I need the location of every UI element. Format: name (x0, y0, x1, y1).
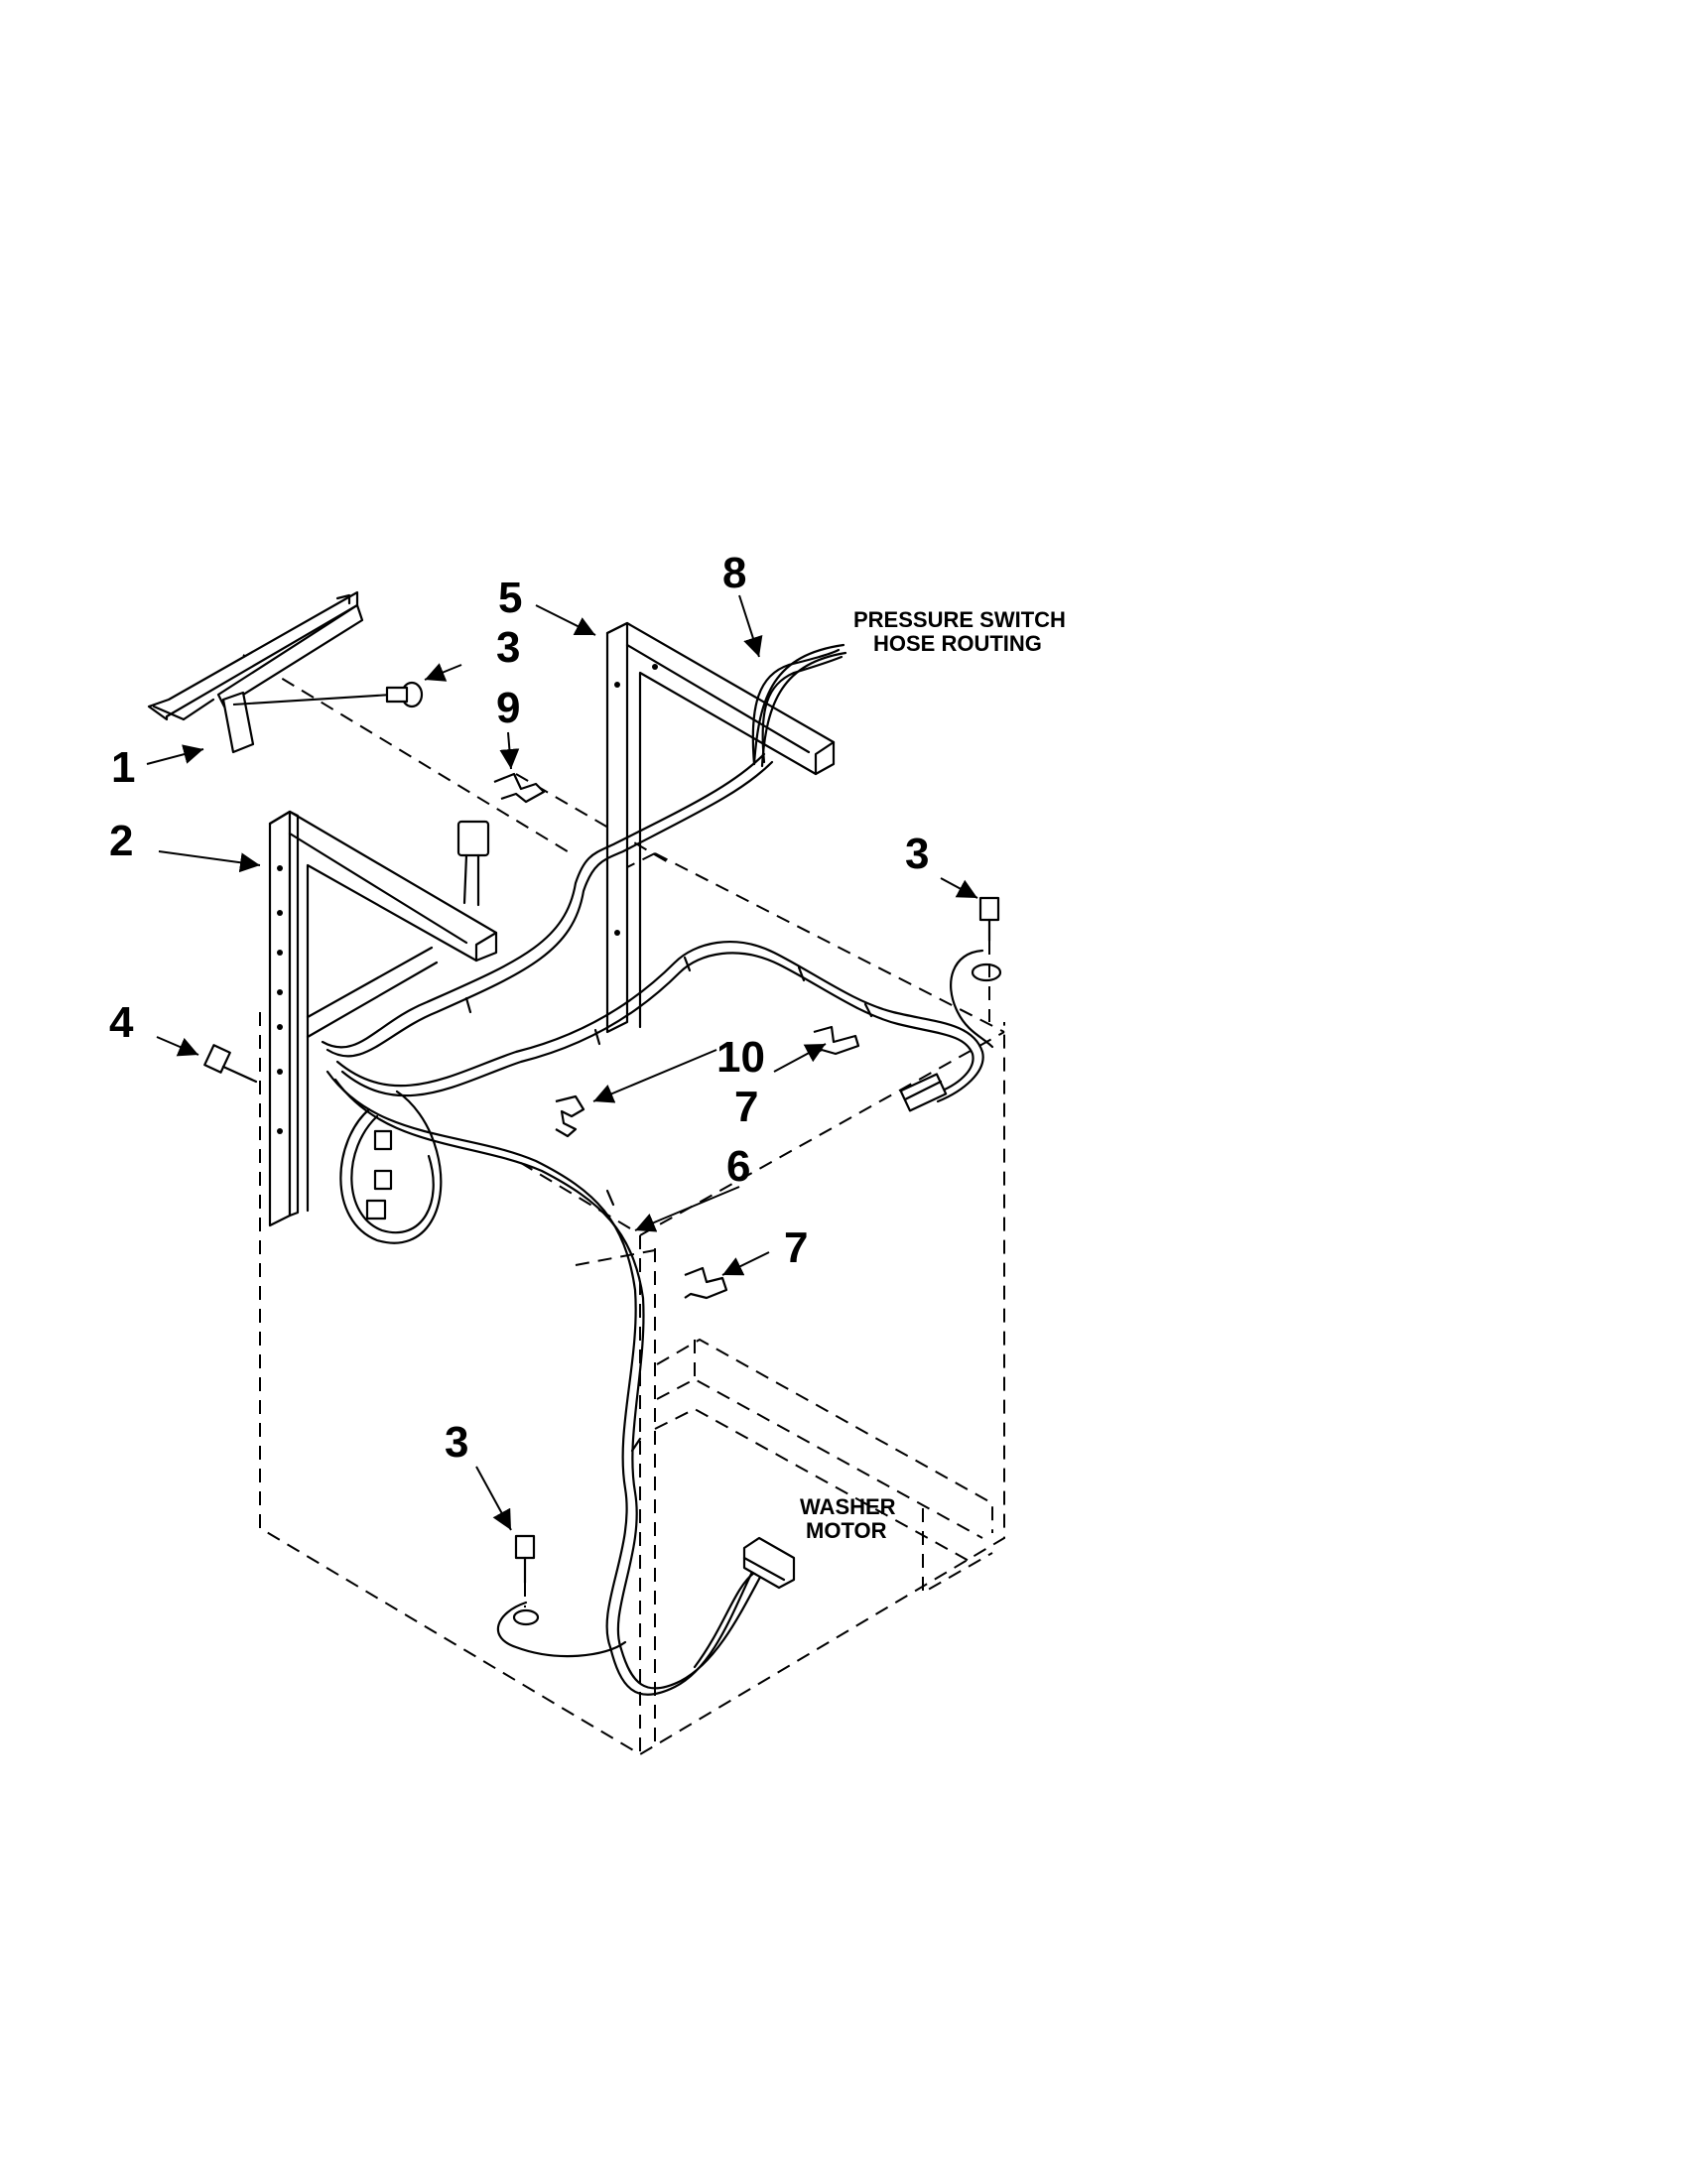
washer-motor-note-line1: WASHER (800, 1494, 896, 1519)
callout-9: 9 (496, 684, 520, 732)
pressure-switch-note-line1: PRESSURE SWITCH (853, 607, 1066, 632)
part-6-wire-harness (321, 643, 994, 1696)
washer-motor-connector (742, 1536, 796, 1590)
cabinet-outline (242, 654, 1005, 1756)
part-2-left-bracket (268, 810, 498, 1227)
leader-arrows (146, 594, 978, 1531)
callout-3-bottom: 3 (445, 1418, 468, 1467)
callout-1: 1 (111, 743, 135, 792)
pressure-switch-note-line2: HOSE ROUTING (873, 631, 1042, 656)
part-9-clip (493, 772, 546, 804)
part-1-bracket (147, 590, 393, 754)
callout-5: 5 (498, 574, 522, 622)
callout-3-right: 3 (905, 830, 929, 878)
callout-8: 8 (722, 549, 746, 597)
part-3-screw-bottom (512, 1534, 540, 1626)
callout-4: 4 (109, 998, 134, 1047)
callout-7-lower: 7 (784, 1223, 808, 1272)
callouts: 1 2 3 5 8 9 3 4 10 7 6 7 3 (109, 549, 929, 1467)
part-10-clip (555, 1094, 585, 1138)
part-8-pressure-switch-hose (751, 648, 844, 766)
bracket-holes (277, 865, 283, 1134)
part-7-clip-lower (684, 1266, 728, 1300)
screw-top (385, 681, 424, 708)
right-connector (899, 1073, 948, 1112)
callout-2: 2 (109, 817, 133, 865)
part-5-right-bracket (605, 621, 836, 1034)
callout-6: 6 (726, 1142, 750, 1191)
callout-3-top: 3 (496, 623, 520, 672)
part-7-clip-upper (813, 1025, 860, 1056)
washer-motor-note-line2: MOTOR (806, 1518, 887, 1543)
callout-7-upper: 7 (734, 1083, 758, 1131)
callout-10: 10 (716, 1033, 765, 1082)
notes: PRESSURE SWITCH HOSE ROUTING WASHER MOTO… (800, 607, 1066, 1543)
part-4-screw (203, 1044, 258, 1084)
part-3-screw-right (971, 896, 1002, 1022)
